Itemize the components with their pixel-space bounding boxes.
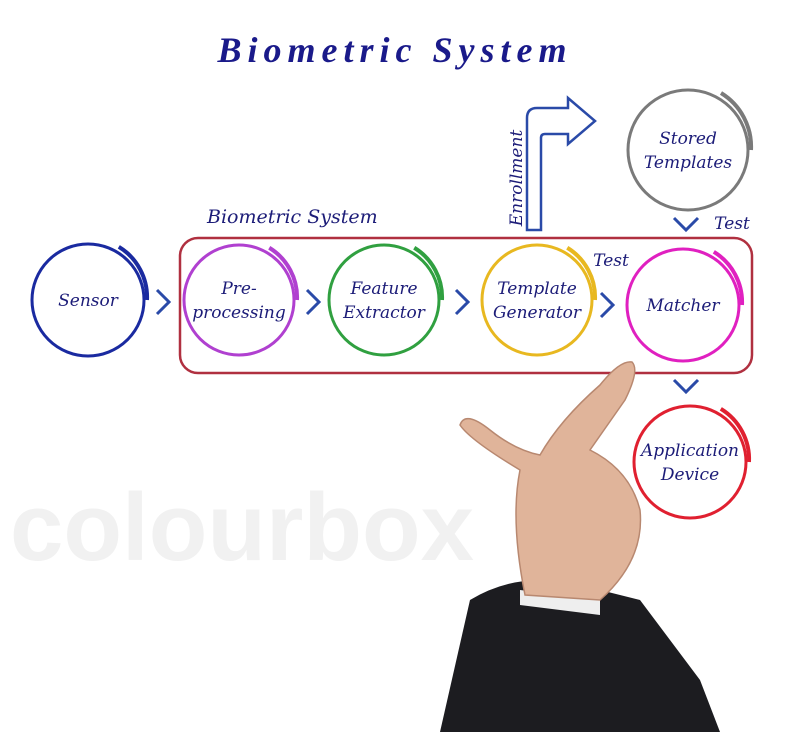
system-box-label: Biometric System: [206, 206, 378, 228]
chevron-right-icon: [155, 288, 172, 316]
node-matcher: Matcher: [625, 247, 745, 363]
node-label: Generator: [493, 303, 582, 323]
node-circle: [327, 243, 441, 357]
node-label: Template: [497, 279, 577, 299]
node-sensor: Sensor: [30, 242, 150, 358]
node-swoosh: [268, 246, 300, 301]
node-swoosh: [719, 407, 752, 463]
system-box: [178, 236, 754, 375]
node-swoosh: [566, 246, 598, 301]
node-circle: [30, 242, 146, 358]
node-swoosh: [117, 245, 150, 301]
chevron-down-icon: [672, 378, 700, 395]
enrollment-label: Enrollment: [507, 130, 527, 228]
node-label: processing: [192, 303, 286, 323]
chevron-arrows: [155, 216, 700, 395]
chevron-right-icon: [305, 288, 322, 316]
node-label: Stored: [659, 129, 717, 149]
node-label: Matcher: [645, 296, 720, 316]
node-label: Extractor: [342, 303, 426, 323]
node-label: Sensor: [58, 291, 119, 311]
node-preprocessing: Pre-processing: [182, 243, 300, 357]
chevron-right-icon: [599, 291, 616, 319]
node-swoosh: [712, 250, 745, 306]
node-circle: [182, 243, 296, 357]
chevron-right-icon: [454, 288, 471, 316]
node-label: Feature: [349, 279, 417, 299]
node-swoosh: [719, 91, 754, 151]
test-label-stored-matcher: Test: [714, 214, 750, 234]
node-label: Pre-: [220, 279, 257, 299]
node-circle: [480, 243, 594, 357]
node-circle: [632, 404, 748, 520]
pointing-hand-image: [440, 361, 720, 732]
watermark: colourbox: [10, 474, 474, 581]
node-label: Templates: [644, 153, 733, 173]
test-label-generator-matcher: Test: [593, 251, 629, 271]
node-label: Device: [660, 465, 719, 485]
chevron-down-icon: [672, 216, 700, 233]
node-swoosh: [413, 246, 445, 301]
node-circle: [625, 247, 741, 363]
diagram-title: Biometric System: [217, 30, 573, 70]
node-label: Application: [639, 441, 739, 461]
node-circle: [626, 88, 750, 212]
enrollment-arrow-icon: [525, 95, 597, 232]
